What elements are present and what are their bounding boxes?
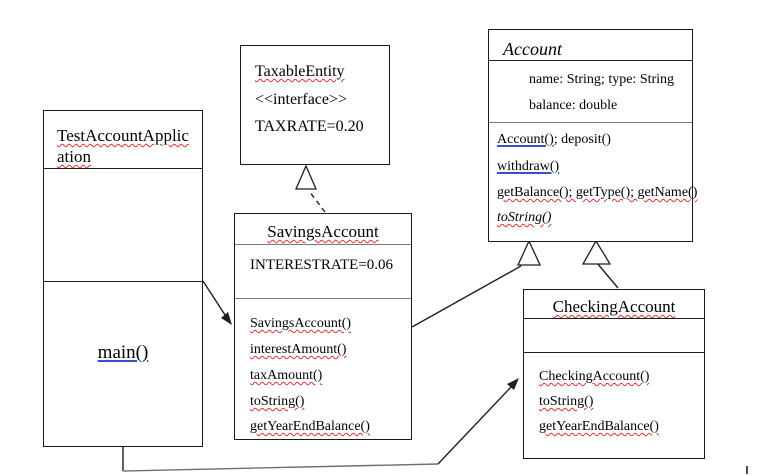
class-box-taxableentity[interactable]: TaxableEntity <<interface>> TAXRATE=0.20 <box>240 45 390 165</box>
method-line-account-deposit: Account(); deposit() <box>497 132 611 148</box>
arrowhead-savings <box>221 312 232 325</box>
hollow-triangle-taxableentity[interactable] <box>295 164 317 190</box>
dependency-line-testapp-to-checking[interactable] <box>437 385 513 465</box>
constant-interestrate: INTERESTRATE=0.06 <box>250 257 394 273</box>
constant-taxrate: TAXRATE=0.20 <box>255 118 364 135</box>
realization-line-savings-to-taxableentity[interactable] <box>308 190 326 213</box>
generalization-line-savings-to-account[interactable] <box>411 265 522 328</box>
class-box-checkingaccount[interactable]: CheckingAccount CheckingAccount() toStri… <box>523 289 705 459</box>
method-main: main() <box>97 342 149 363</box>
section-divider <box>235 298 411 299</box>
method-savingsaccount-constructor: SavingsAccount() <box>250 316 352 331</box>
method-taxamount: taxAmount() <box>250 368 323 383</box>
method-withdraw: withdraw() <box>497 159 560 174</box>
method-account-constructor: Account() <box>497 132 554 147</box>
method-deposit: ; deposit() <box>553 132 611 147</box>
method-checkingaccount-constructor: CheckingAccount() <box>539 369 650 384</box>
section-divider <box>524 318 704 319</box>
arrowhead-checking <box>507 378 519 390</box>
method-getters: getBalance(); getType(); getName() <box>497 185 698 200</box>
hollow-triangle-account-right[interactable] <box>581 239 612 265</box>
generalization-line-checking-to-account[interactable] <box>596 262 619 289</box>
attribute-name-type: name: String; type: String <box>529 72 675 87</box>
method-tostring: toString() <box>539 394 594 409</box>
method-tostring: toString() <box>497 210 552 225</box>
class-title-savingsaccount: SavingsAccount <box>267 222 379 241</box>
section-divider <box>235 244 411 245</box>
class-title-account: Account <box>503 39 562 59</box>
hollow-triangle-account-left[interactable] <box>516 239 542 266</box>
method-interestamount: interestAmount() <box>250 342 347 357</box>
method-getyearendbalance: getYearEndBalance() <box>250 419 370 434</box>
class-title-testaccountapplication: TestAccountApplication <box>57 126 189 166</box>
class-box-account[interactable]: Account name: String; type: String balan… <box>488 29 697 242</box>
dependency-line-testapp-to-savings[interactable] <box>202 280 228 319</box>
section-divider <box>44 168 202 169</box>
class-box-testaccountapplication[interactable]: TestAccountApplication main() <box>43 110 203 447</box>
dependency-elbow-horizontal[interactable] <box>122 463 439 472</box>
class-title-taxableentity: TaxableEntity <box>255 63 345 80</box>
section-divider <box>524 352 704 353</box>
method-getyearendbalance: getYearEndBalance() <box>539 419 659 434</box>
section-divider <box>44 281 202 282</box>
section-divider <box>489 122 692 123</box>
class-title-checkingaccount: CheckingAccount <box>552 297 676 316</box>
class-box-savingsaccount[interactable]: SavingsAccount INTERESTRATE=0.06 Savings… <box>234 213 412 440</box>
stereotype-interface: <<interface>> <box>255 91 348 108</box>
attribute-balance: balance: double <box>529 98 618 113</box>
method-tostring: toString() <box>250 394 305 409</box>
section-divider <box>489 60 692 61</box>
